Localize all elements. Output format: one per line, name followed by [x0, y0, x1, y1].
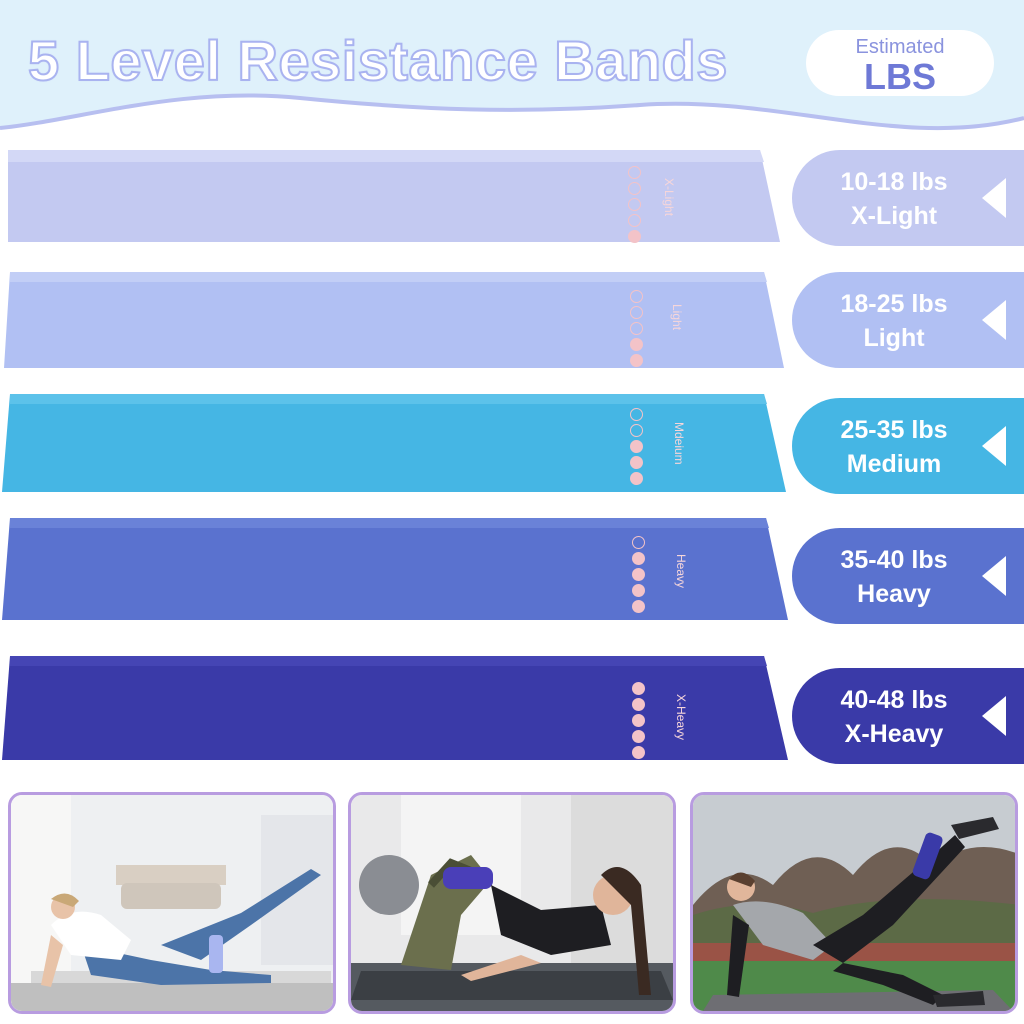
level-dot: [631, 682, 645, 695]
unit-label: LBS: [864, 56, 936, 97]
band-label: Light: [670, 304, 684, 331]
level-dot: [627, 166, 641, 179]
band-xlight: X-Light: [0, 146, 790, 252]
band-label: Heavy: [674, 554, 688, 589]
band-label: X-Light: [662, 178, 676, 217]
level-tag-light: 18-25 lbs Light: [792, 272, 1024, 368]
level-tag-medium: 25-35 lbs Medium: [792, 398, 1024, 494]
lbs-range: 25-35 lbs: [840, 416, 948, 444]
level-name: Medium: [846, 450, 942, 478]
band-label: Mdeium: [672, 422, 686, 465]
level-dot: [629, 424, 643, 437]
lbs-range: 35-40 lbs: [840, 546, 948, 574]
level-dot: [631, 600, 645, 613]
level-name: X-Light: [850, 202, 938, 230]
level-dot: [631, 568, 645, 581]
level-tag-xlight: 10-18 lbs X-Light: [792, 150, 1024, 246]
level-dot: [631, 698, 645, 711]
level-dot: [629, 472, 643, 485]
level-dot: [627, 214, 641, 227]
level-dot: [627, 198, 641, 211]
lbs-range: 40-48 lbs: [840, 686, 948, 714]
lbs-range: 10-18 lbs: [840, 168, 948, 196]
level-dot: [629, 338, 643, 351]
level-dot: [631, 552, 645, 565]
header-background: [0, 0, 1024, 131]
level-name: Heavy: [857, 580, 931, 608]
page-title: 5 Level Resistance Bands: [27, 28, 728, 93]
level-dots: [628, 536, 648, 613]
pointer-arrow-icon: [982, 178, 1006, 218]
level-dot: [629, 456, 643, 469]
pointer-arrow-icon: [982, 426, 1006, 466]
level-dots: [626, 290, 646, 367]
level-dot: [629, 306, 643, 319]
band-xheavy: X-Heavy: [0, 656, 790, 762]
estimated-lbs-badge: Estimated LBS: [806, 30, 994, 97]
pointer-arrow-icon: [982, 696, 1006, 736]
photo-glute-bridge: [348, 792, 676, 1014]
level-name: Light: [863, 324, 925, 352]
level-dot: [629, 408, 643, 421]
level-dot: [629, 354, 643, 367]
photo-donkey-kick: [690, 792, 1018, 1014]
band-light: Light: [0, 270, 790, 376]
pointer-arrow-icon: [982, 556, 1006, 596]
level-dots: [624, 166, 644, 243]
band-heavy: Heavy: [0, 516, 790, 622]
level-dot: [629, 322, 643, 335]
level-dots: [626, 408, 646, 485]
photo-side-lying-leg-raise: [8, 792, 336, 1014]
level-dot: [631, 714, 645, 727]
level-dot: [627, 182, 641, 195]
lbs-range: 18-25 lbs: [840, 290, 948, 318]
level-dot: [629, 290, 643, 303]
level-dot: [627, 230, 641, 243]
band-medium: Mdeium: [0, 392, 790, 498]
level-dots: [628, 682, 648, 759]
pointer-arrow-icon: [982, 300, 1006, 340]
level-dot: [631, 730, 645, 743]
level-tag-heavy: 35-40 lbs Heavy: [792, 528, 1024, 624]
band-label: X-Heavy: [674, 694, 688, 741]
level-dot: [631, 536, 645, 549]
level-dot: [631, 746, 645, 759]
estimated-label: Estimated: [855, 36, 945, 58]
level-dot: [629, 440, 643, 453]
level-dot: [631, 584, 645, 597]
level-tag-xheavy: 40-48 lbs X-Heavy: [792, 668, 1024, 764]
level-name: X-Heavy: [844, 720, 944, 748]
